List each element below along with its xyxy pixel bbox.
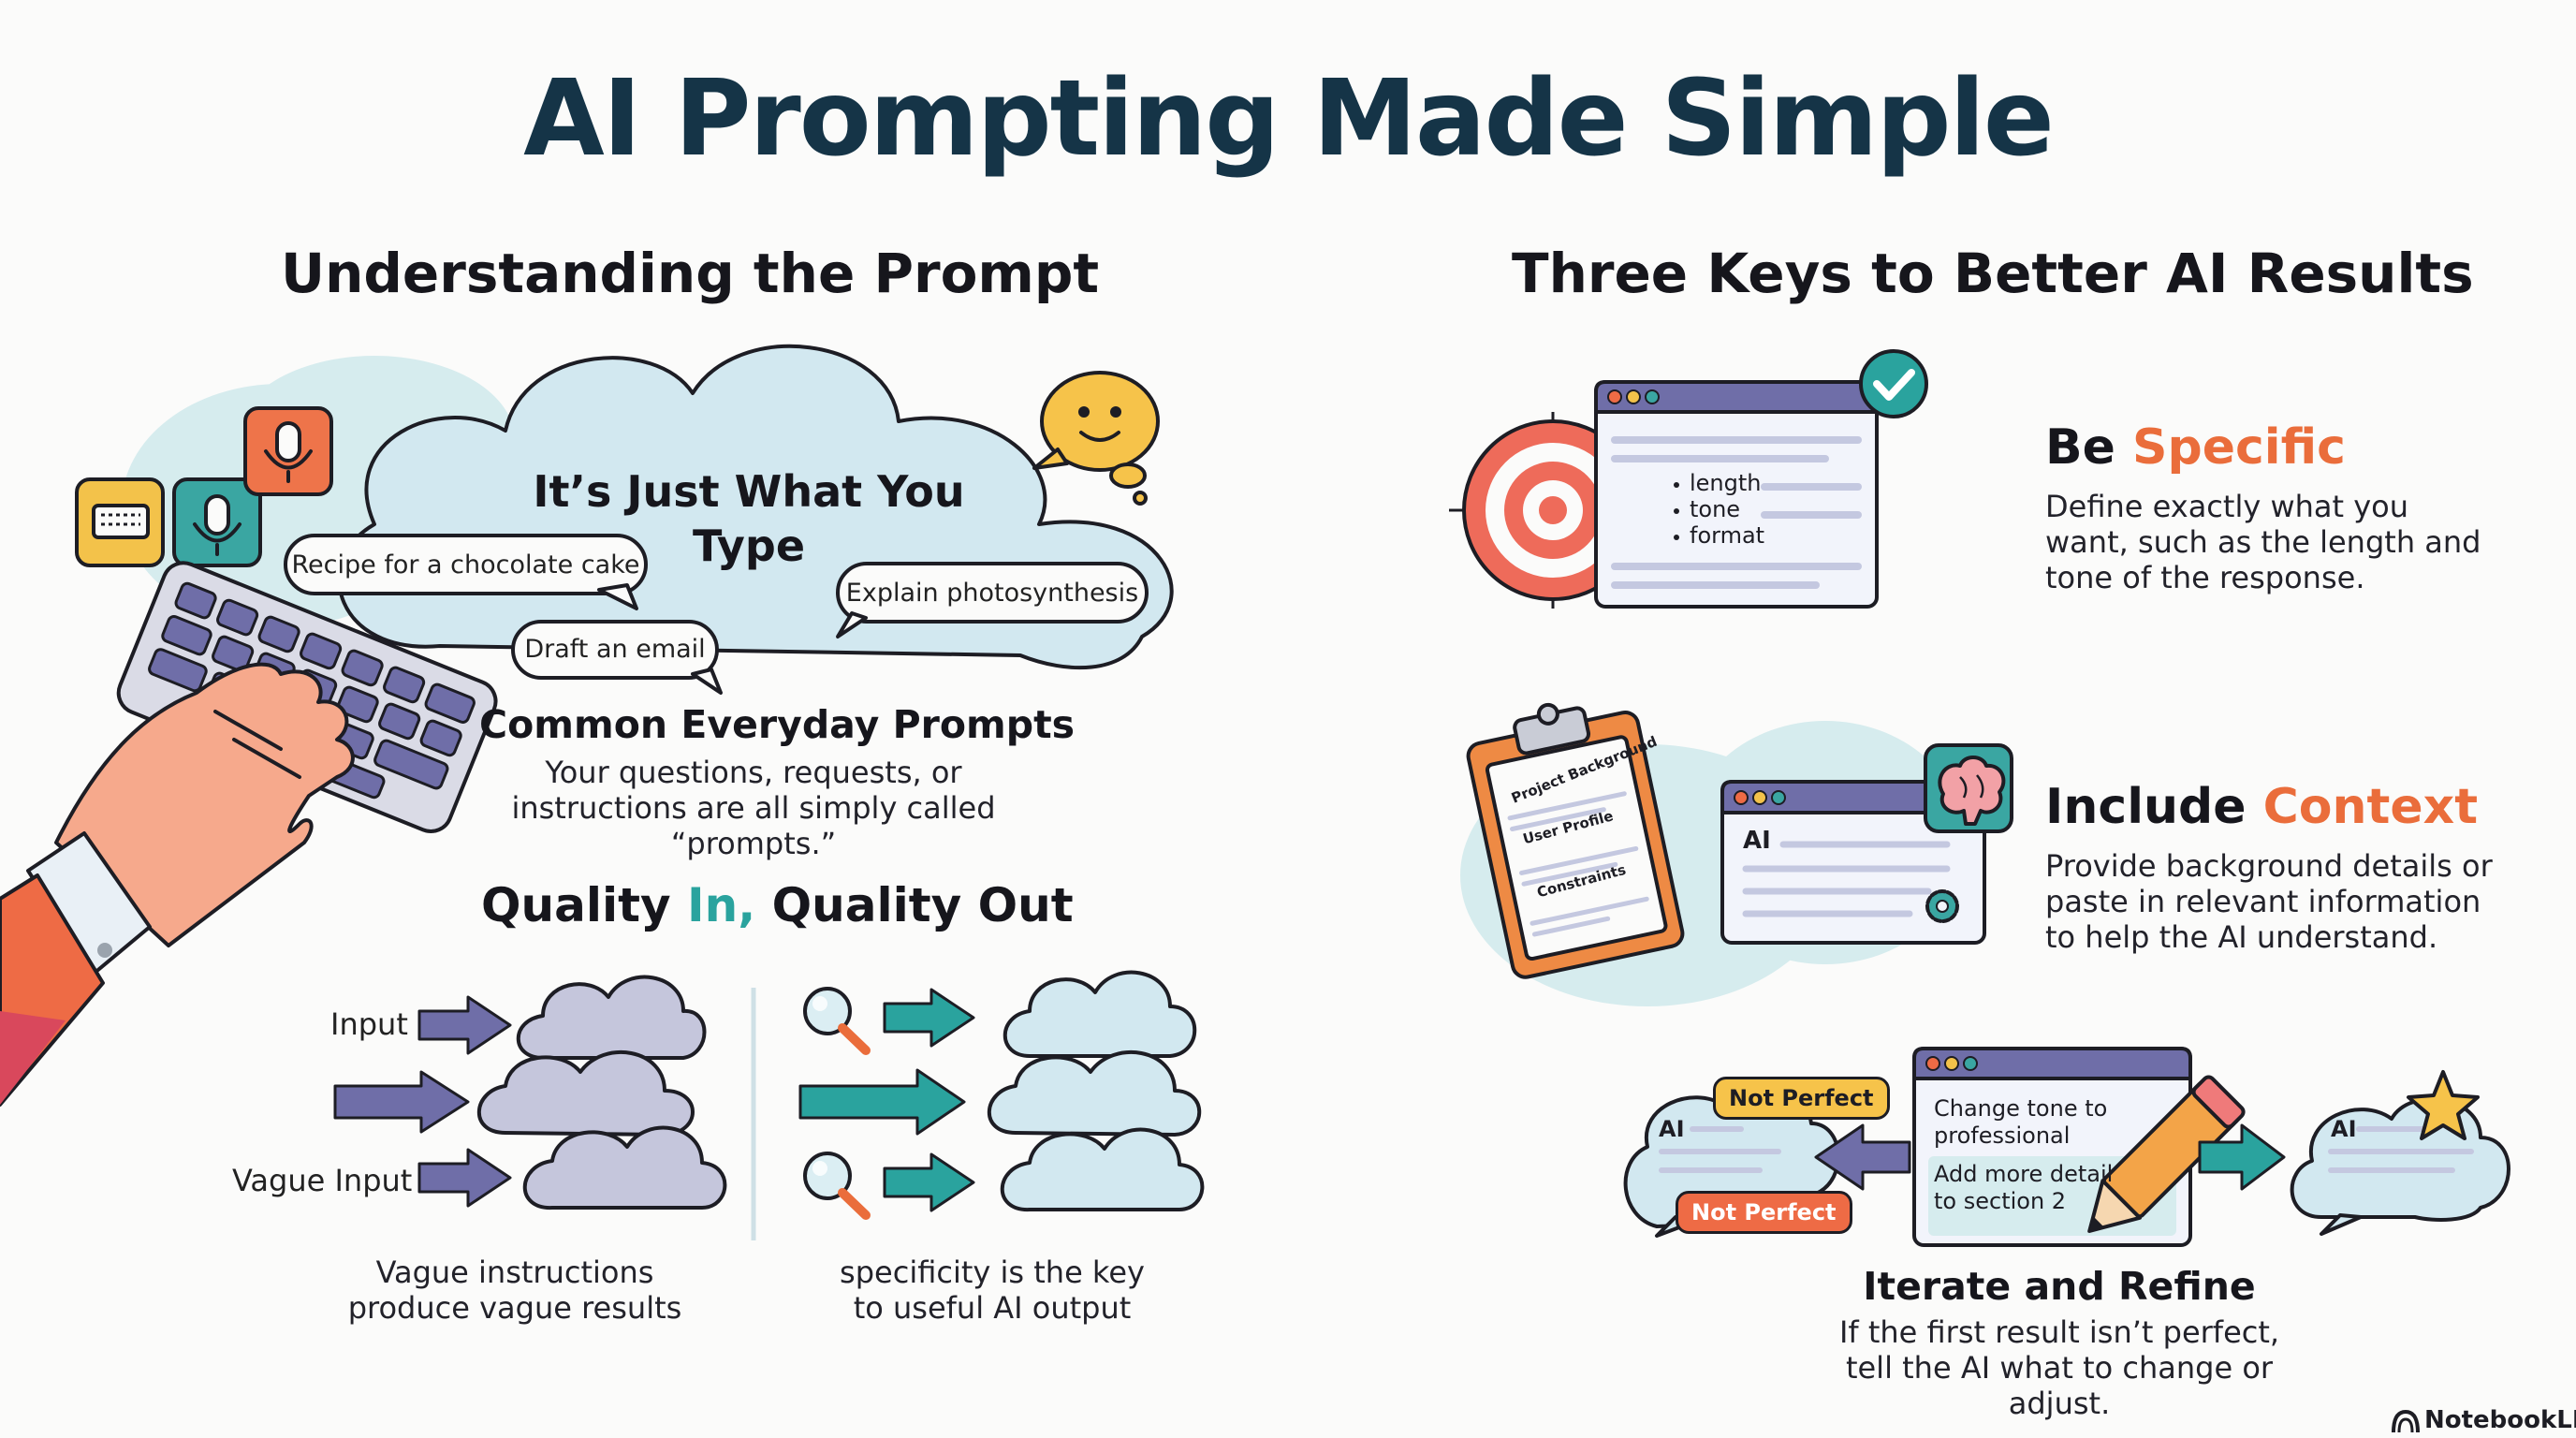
spec-list-tone: tone <box>1690 496 1741 522</box>
iterate-right-cloud <box>2290 1097 2510 1236</box>
page-title: AI Prompting Made Simple <box>523 58 2055 180</box>
key3-heading: Iterate and Refine <box>1863 1264 2256 1309</box>
key1-heading-accent: Specific <box>2132 419 2346 476</box>
iterate-left-ai-label: AI <box>1659 1116 1685 1142</box>
right-section-heading: Three Keys to Better AI Results <box>1512 242 2474 305</box>
key2-heading-pre: Include <box>2045 779 2263 835</box>
prompt-photosynthesis: Explain photosynthesis <box>845 579 1139 608</box>
input-label: Input <box>330 1006 408 1042</box>
iterate-right-ai-label: AI <box>2331 1116 2357 1142</box>
quality-heading-pre: Quality <box>481 878 688 932</box>
vague-arrows <box>333 995 512 1208</box>
prompt-recipe: Recipe for a chocolate cake <box>291 550 640 580</box>
not-perfect-badge-bottom: Not Perfect <box>1676 1191 1852 1234</box>
specific-caption: specificity is the key to useful AI outp… <box>840 1255 1145 1326</box>
pencil-icon <box>2087 1075 2246 1233</box>
key2-heading: Include Context <box>2045 779 2478 835</box>
edit-line-detail: Add more detail to section 2 <box>1934 1161 2114 1214</box>
common-prompts-heading: Common Everyday Prompts <box>479 702 1076 747</box>
keyboard-icon <box>75 477 165 567</box>
vague-caption: Vague instructions produce vague results <box>347 1255 682 1326</box>
back-arrow-icon <box>1814 1123 1911 1191</box>
magnifier-icon-top <box>803 987 871 1055</box>
prompt-email: Draft an email <box>524 635 706 664</box>
key3-body: If the first result isn’t perfect, tell … <box>1838 1314 2280 1421</box>
star-icon <box>2407 1070 2480 1140</box>
checkmark-icon <box>1859 349 1928 418</box>
key1-heading-pre: Be <box>2045 419 2133 476</box>
not-perfect-badge-top: Not Perfect <box>1713 1077 1890 1120</box>
smiley-chat-icon <box>1032 371 1160 506</box>
clipboard-icon <box>1466 702 1685 979</box>
brain-icon <box>1924 743 2013 833</box>
specific-arrows <box>798 988 975 1212</box>
prompt-bubble-photosynthesis <box>836 562 1149 638</box>
gear-icon <box>1925 889 1959 923</box>
edit-line-tone: Change tone to professional <box>1934 1095 2108 1149</box>
context-window-ai-label: AI <box>1743 827 1771 855</box>
prompt-bubble-email <box>511 620 723 695</box>
quality-heading-post: Quality Out <box>755 878 1074 932</box>
spec-list-format: format <box>1690 522 1765 549</box>
magnifier-icon-bottom <box>803 1152 871 1220</box>
quality-heading: Quality In, Quality Out <box>481 878 1074 932</box>
typing-hand <box>0 662 355 1107</box>
specific-clouds <box>987 970 1205 1212</box>
prompt-bubble-recipe <box>284 534 648 610</box>
left-section-heading: Understanding the Prompt <box>281 242 1100 305</box>
microphone-teal-icon <box>172 477 262 567</box>
forward-arrow-icon <box>2198 1123 2286 1191</box>
vague-clouds <box>476 975 727 1211</box>
common-prompts-body: Your questions, requests, or instruction… <box>511 755 996 861</box>
key2-body: Provide background details or paste in r… <box>2045 848 2493 955</box>
key1-body: Define exactly what you want, such as th… <box>2045 489 2481 595</box>
notebooklm-logo-icon <box>2392 1409 2420 1433</box>
notebooklm-brand: NotebookLM <box>2424 1406 2576 1434</box>
spec-list-length: length <box>1690 470 1762 496</box>
microphone-orange-icon <box>243 406 333 496</box>
key2-heading-accent: Context <box>2262 779 2479 835</box>
context-window <box>1720 780 1986 945</box>
key1-heading: Be Specific <box>2045 419 2346 476</box>
vague-input-label: Vague Input <box>232 1163 413 1198</box>
quality-heading-in: In, <box>687 878 756 932</box>
cloud-title: It’s Just What You Type <box>533 466 965 571</box>
